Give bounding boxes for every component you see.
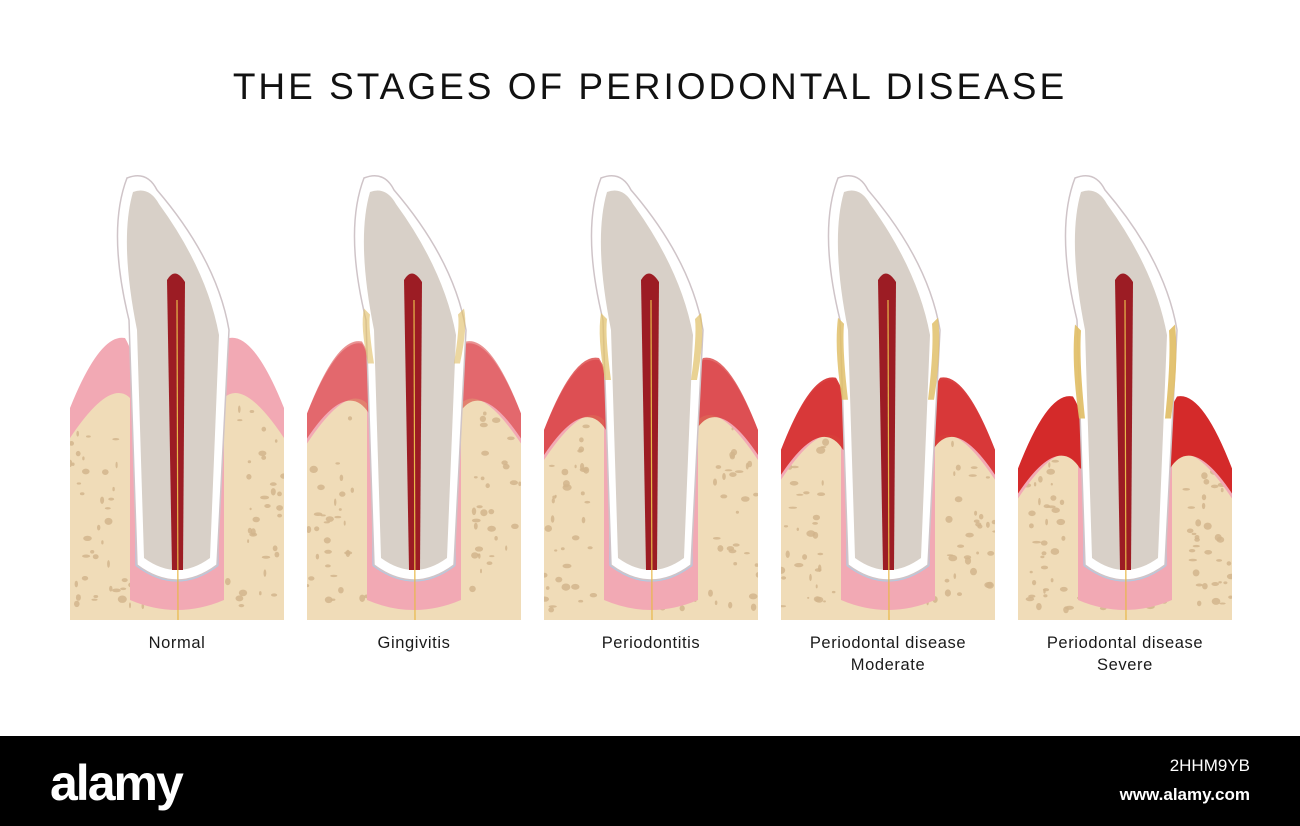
tooth-illustration-normal [70, 175, 284, 620]
stage-label: Gingivitis [287, 632, 541, 654]
site-url: www.alamy.com [1119, 785, 1250, 804]
stage-label-line1: Periodontal disease [809, 634, 967, 652]
stage-label: Periodontal disease Severe [998, 632, 1252, 676]
pulp-canal [167, 273, 185, 570]
stage-panel-periodontitis: Periodontitis [544, 170, 758, 680]
nerve [650, 299, 653, 620]
plaque-deposit [1073, 324, 1177, 419]
stage-panel-moderate: Periodontal disease Moderate [781, 170, 995, 680]
stages-diagram: Normal Gingivitis Periodontitis Periodon… [70, 170, 1232, 680]
watermark-footer: alamy 2HHM9YB www.alamy.com [0, 736, 1300, 826]
nerve [1124, 299, 1127, 620]
stage-label-line2: Severe [1097, 656, 1153, 674]
tooth-illustration-moderate [781, 175, 995, 620]
stage-label: Periodontitis [524, 632, 778, 654]
plaque-right [1165, 324, 1177, 419]
stage-label-line1: Periodontitis [601, 634, 701, 652]
stage-label-line1: Normal [148, 634, 206, 652]
plaque-deposit [599, 313, 703, 380]
stage-label: Normal [50, 632, 304, 654]
page-title: THE STAGES OF PERIODONTAL DISEASE [232, 66, 1068, 107]
pulp-canal [404, 273, 422, 570]
plaque-deposit [836, 317, 940, 400]
plaque-left [599, 313, 611, 380]
stage-label: Periodontal disease Moderate [761, 632, 1015, 676]
bone-pores [1023, 459, 1232, 614]
stage-panel-severe: Periodontal disease Severe [1018, 170, 1232, 680]
plaque-right [454, 308, 466, 364]
brand-logo: alamy [50, 755, 184, 811]
stage-panel-normal: Normal [70, 170, 284, 680]
plaque-right [928, 317, 940, 400]
tooth-illustration-periodontitis [544, 175, 758, 620]
plaque-left [1073, 324, 1085, 419]
nerve [887, 299, 890, 620]
plaque-left [836, 317, 848, 400]
plaque-deposit [362, 308, 466, 364]
pulp-canal [878, 273, 896, 570]
tooth-illustration-severe [1018, 175, 1232, 620]
nerve [413, 299, 416, 620]
image-id: 2HHM9YB [1169, 756, 1250, 775]
stage-label-line2: Moderate [850, 656, 926, 674]
bone-pores [307, 411, 521, 605]
plaque-right [691, 313, 703, 380]
pulp-canal [1115, 273, 1133, 570]
tooth-illustration-gingivitis [307, 175, 521, 620]
pulp-canal [641, 273, 659, 570]
stage-label-line1: Periodontal disease [1046, 634, 1204, 652]
nerve [176, 299, 179, 620]
plaque-left [362, 308, 374, 364]
stage-panel-gingivitis: Gingivitis [307, 170, 521, 680]
stage-label-line1: Gingivitis [377, 634, 451, 652]
